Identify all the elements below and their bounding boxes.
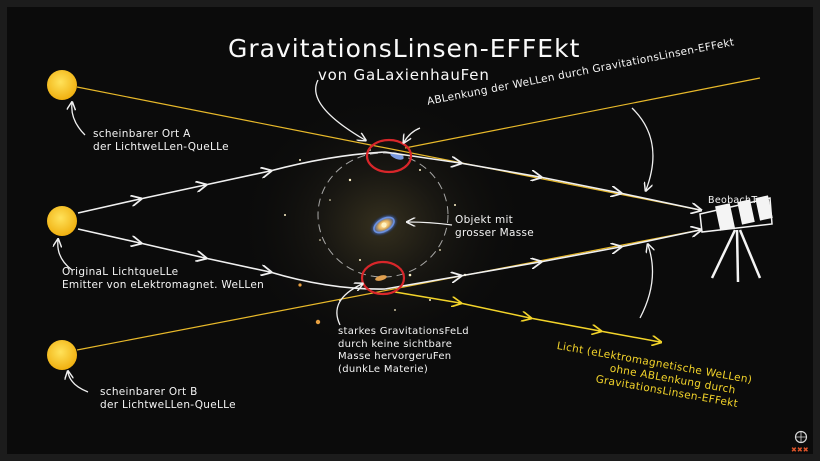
- field-line3: Masse hervorgeruFen: [338, 351, 469, 364]
- source-b-line1: scheinbarer Ort B: [100, 386, 236, 399]
- source-a-label: scheinbarer Ort A der LichtweLLen-QueLLe: [93, 128, 229, 154]
- original-source-label: OriginaL LichtqueLLe Emitter von eLektro…: [62, 266, 264, 292]
- source-a-line2: der LichtweLLen-QueLLe: [93, 141, 229, 154]
- svg-text:✖✖✖: ✖✖✖: [791, 446, 809, 454]
- original-line2: Emitter von eLektromagnet. WeLLen: [62, 279, 264, 292]
- object-line1: Objekt mit: [455, 214, 534, 227]
- object-label: Objekt mit grosser Masse: [455, 214, 534, 240]
- sun-source-b: [47, 340, 77, 370]
- field-line4: (dunkLe Materie): [338, 364, 469, 377]
- gravity-field-label: starkes GravitationsFeLd durch keine sic…: [338, 326, 469, 376]
- globe-logo-icon: ✖✖✖: [790, 430, 812, 454]
- source-a-line1: scheinbarer Ort A: [93, 128, 229, 141]
- page-subtitle: von GaLaxienhauFen: [318, 66, 490, 84]
- original-line1: OriginaL LichtqueLLe: [62, 266, 264, 279]
- sun-original-source: [47, 206, 77, 236]
- sun-source-a: [47, 70, 77, 100]
- field-line1: starkes GravitationsFeLd: [338, 326, 469, 339]
- source-b-line2: der LichtweLLen-QueLLe: [100, 399, 236, 412]
- page-title: GravitationsLinsen-EFFEkt: [228, 34, 580, 63]
- object-line2: grosser Masse: [455, 227, 534, 240]
- field-line2: durch keine sichtbare: [338, 339, 469, 352]
- source-b-label: scheinbarer Ort B der LichtweLLen-QueLLe: [100, 386, 236, 412]
- observer-label: BeobachTer: [708, 194, 766, 207]
